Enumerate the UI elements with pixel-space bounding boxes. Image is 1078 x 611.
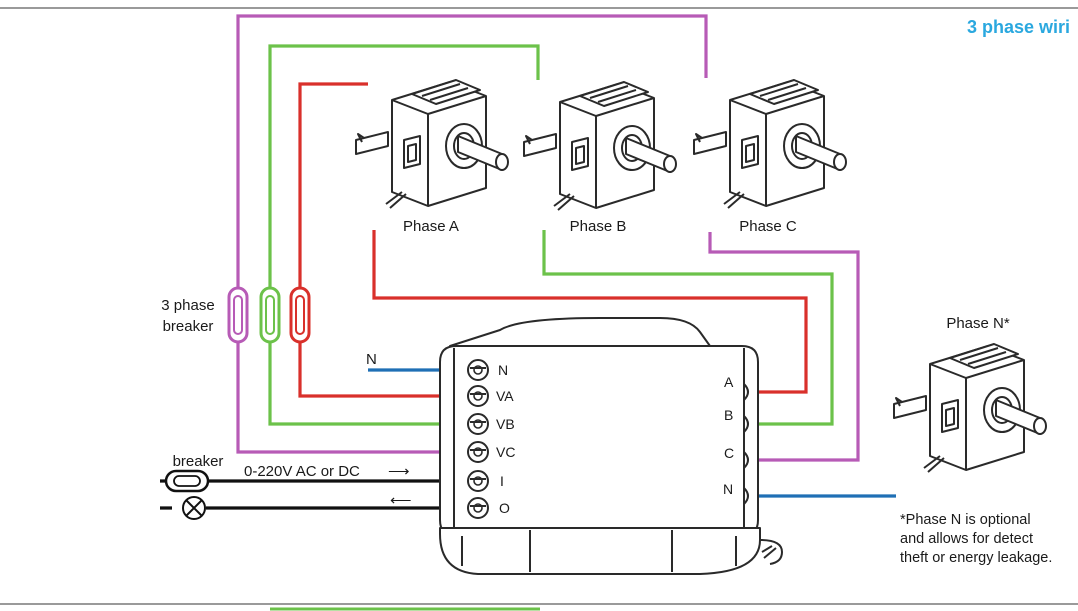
terminal-label: C [724,445,734,461]
screw-terminal-icon [467,385,489,407]
screw-terminal-icon [467,359,489,381]
phase-c-supply-wire [236,14,708,454]
sensor-label-b: Phase B [570,218,627,235]
right-terminal-block [743,383,749,505]
screw-terminal-icon [467,497,489,519]
ct-clamp-icon [693,79,847,209]
footnote-line: and allows for detect [900,531,1033,547]
terminal-label: VB [496,416,515,432]
sensor-a-wire [372,230,808,394]
screw-terminal-icon [467,470,489,492]
breaker-icon [164,469,210,493]
terminal-label: A [724,374,734,390]
ct-clamp-icon [523,81,677,211]
sensor-b-wire [542,230,834,426]
three-phase-breaker-label: 3 phase [161,297,214,314]
energy-meter-device [439,317,783,575]
ct-clamp-icon [355,79,509,209]
sensor-label-n: Phase N* [946,315,1010,332]
lamp-icon [182,496,206,520]
footnote-line: *Phase N is optional [900,512,1031,528]
sensor-label-a: Phase A [403,218,459,235]
three-phase-breaker-icon [227,286,311,344]
terminal-label: VA [496,388,514,404]
terminal-label: I [500,473,504,489]
supply-label: 0-220V AC or DC [244,463,360,480]
left-terminal-block [467,359,489,519]
screw-terminal-icon [467,441,489,463]
terminal-label: O [499,500,510,516]
sensor-label-c: Phase C [739,218,797,235]
sensor-c-wire [708,232,860,462]
output-arrow: ⟵ [390,492,412,509]
page-title: 3 phase wiri [967,17,1070,37]
breaker-label: breaker [173,453,224,470]
terminal-label: B [724,407,733,423]
ct-clamp-icon [893,343,1047,473]
input-arrow: ⟶ [388,463,410,480]
phase-a-supply-wire [298,82,446,398]
three-phase-breaker-label: breaker [163,318,214,335]
terminal-label: N [498,362,508,378]
screw-terminal-icon [467,413,489,435]
terminal-label: VC [496,444,515,460]
terminal-label: N [723,481,733,497]
phase-b-supply-wire [268,44,540,426]
footnote-line: theft or energy leakage. [900,550,1052,566]
neutral-label: N [366,351,377,368]
